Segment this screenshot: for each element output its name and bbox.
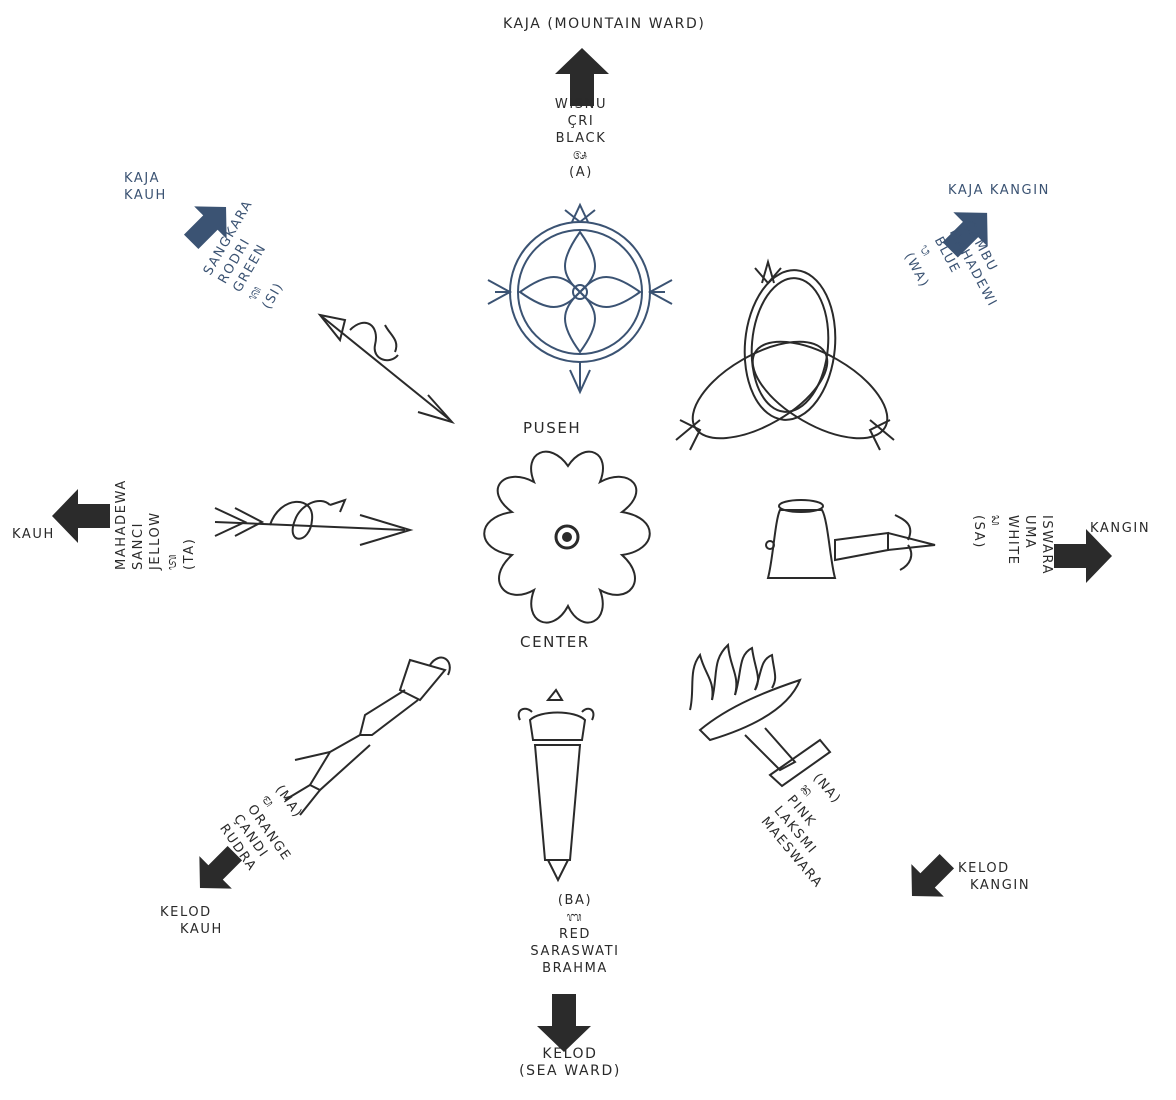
moksala-icon <box>285 658 450 815</box>
east-direction-label: KANGIN <box>1090 520 1150 537</box>
dupa-icon <box>690 645 830 786</box>
center-bottom-label: CENTER <box>520 634 590 651</box>
arrow-west-icon <box>52 489 110 543</box>
southeast-direction-label: KELOD KANGIN <box>958 860 1030 894</box>
south-direction-label: KELOD (SEA WARD) <box>480 1046 660 1080</box>
nagapasa-icon <box>676 262 902 458</box>
south-script: ᬩ <box>500 909 650 926</box>
south-deity: BRAHMA <box>500 960 650 977</box>
northwest-direction-label: KAJA KAUH <box>124 170 167 204</box>
gada-icon <box>519 690 594 880</box>
south-color: RED <box>500 926 650 943</box>
north-attributes: WISNU ÇRI BLACK ᬅ (A) <box>545 96 617 181</box>
angkus-icon <box>320 315 452 422</box>
west-consort: SANCI <box>130 479 147 570</box>
center-top-label: PUSEH <box>523 420 581 437</box>
south-label-line1: KELOD <box>480 1046 660 1063</box>
cakra-icon <box>488 205 672 392</box>
south-syllable: (BA) <box>500 892 650 909</box>
west-color: JELLOW <box>147 479 164 570</box>
arrow-south-icon <box>537 994 591 1052</box>
lotus-center-icon <box>484 452 650 623</box>
south-attributes: (BA) ᬩ RED SARASWATI BRAHMA <box>500 892 650 977</box>
west-script: ᬢ <box>164 479 181 570</box>
west-syllable: (TA) <box>181 479 198 570</box>
north-color: BLACK <box>545 130 617 147</box>
northwest-label-line1: KAJA <box>124 170 167 187</box>
arrow-southeast-icon <box>896 845 963 912</box>
southwest-label-line2: KAUH <box>160 921 223 938</box>
east-attributes: ISWARA UMA WHITE ᬲ (SA) <box>970 515 1055 575</box>
north-consort: ÇRI <box>545 113 617 130</box>
bajra-icon <box>766 500 935 578</box>
north-direction-label: KAJA (MOUNTAIN WARD) <box>503 16 705 33</box>
northwest-label-line2: KAUH <box>124 187 167 204</box>
east-syllable: (SA) <box>970 515 987 575</box>
west-attributes: MAHADEWA SANCI JELLOW ᬢ (TA) <box>113 479 198 570</box>
north-syllable: (A) <box>545 164 617 181</box>
north-deity: WISNU <box>545 96 617 113</box>
east-color: WHITE <box>1004 515 1021 575</box>
east-consort: UMA <box>1021 515 1038 575</box>
nagapasa-west-icon <box>215 500 410 545</box>
southwest-direction-label: KELOD KAUH <box>160 904 223 938</box>
west-direction-label: KAUH <box>12 526 55 543</box>
south-consort: SARASWATI <box>500 943 650 960</box>
east-script: ᬲ <box>987 515 1004 575</box>
south-label-line2: (SEA WARD) <box>480 1063 660 1080</box>
southwest-label-line1: KELOD <box>160 904 223 921</box>
arrow-east-icon <box>1054 529 1112 583</box>
southeast-label-line2: KANGIN <box>958 877 1030 894</box>
north-script: ᬅ <box>545 147 617 164</box>
west-deity: MAHADEWA <box>113 479 130 570</box>
southeast-label-line1: KELOD <box>958 860 1030 877</box>
northeast-direction-label: KAJA KANGIN <box>948 182 1050 199</box>
east-deity: ISWARA <box>1038 515 1055 575</box>
